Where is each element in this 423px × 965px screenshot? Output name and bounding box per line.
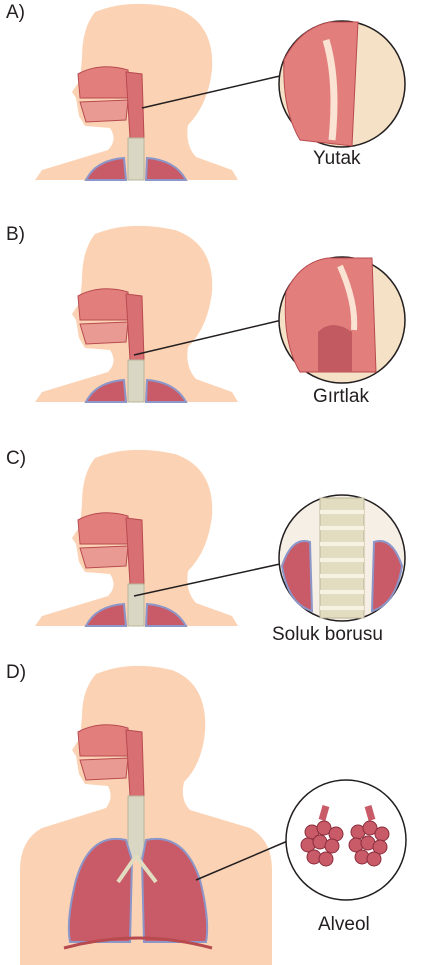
option-d-panel: D) Alveol: [0, 660, 423, 965]
zoom-bronchiole-left: [322, 806, 326, 820]
trachea: [128, 584, 144, 626]
option-b-panel: B) Gırtlak: [0, 222, 423, 422]
option-c-panel: C) Soluk borusu: [0, 446, 423, 646]
zoom-pharynx-tissue: [284, 22, 358, 146]
oral-cavity: [80, 100, 128, 122]
nasal-cavity: [78, 67, 130, 98]
option-label-a: Yutak: [313, 148, 361, 170]
option-label-b: Gırtlak: [313, 386, 369, 408]
zoom-larynx-opening: [318, 325, 352, 372]
option-a-panel: A) Yutak: [0, 0, 423, 180]
oral-cavity: [80, 546, 128, 568]
zoom-trachea-rings: [320, 512, 364, 608]
trachea: [128, 796, 144, 858]
oral-cavity: [80, 322, 128, 344]
zoom-bronchiole-right: [368, 806, 372, 820]
nasal-cavity: [78, 513, 130, 544]
trachea: [128, 138, 144, 180]
nasal-cavity: [78, 289, 130, 320]
trachea: [128, 360, 144, 402]
option-c-figure: [0, 446, 423, 646]
option-label-c: Soluk borusu: [272, 624, 383, 646]
nasal-cavity: [78, 725, 130, 756]
option-label-d: Alveol: [318, 914, 370, 936]
oral-cavity: [80, 758, 128, 780]
